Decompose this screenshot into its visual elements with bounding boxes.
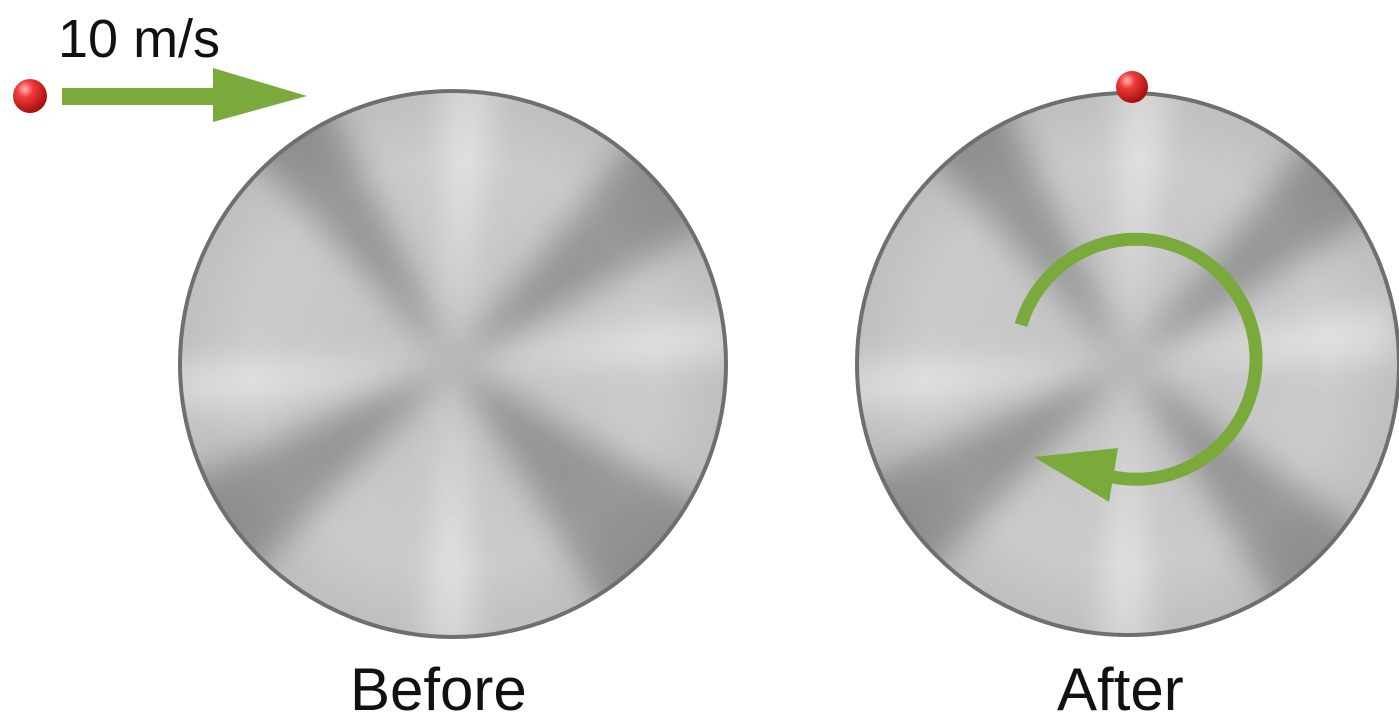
right-arrow-icon bbox=[62, 68, 307, 122]
red-ball-icon bbox=[13, 79, 47, 113]
before-caption: Before bbox=[350, 660, 527, 720]
after-caption: After bbox=[1057, 660, 1184, 720]
after-disk bbox=[765, 40, 1399, 700]
before-disk bbox=[90, 40, 800, 700]
velocity-label: 10 m/s bbox=[58, 12, 220, 66]
red-ball-icon bbox=[1116, 71, 1148, 103]
